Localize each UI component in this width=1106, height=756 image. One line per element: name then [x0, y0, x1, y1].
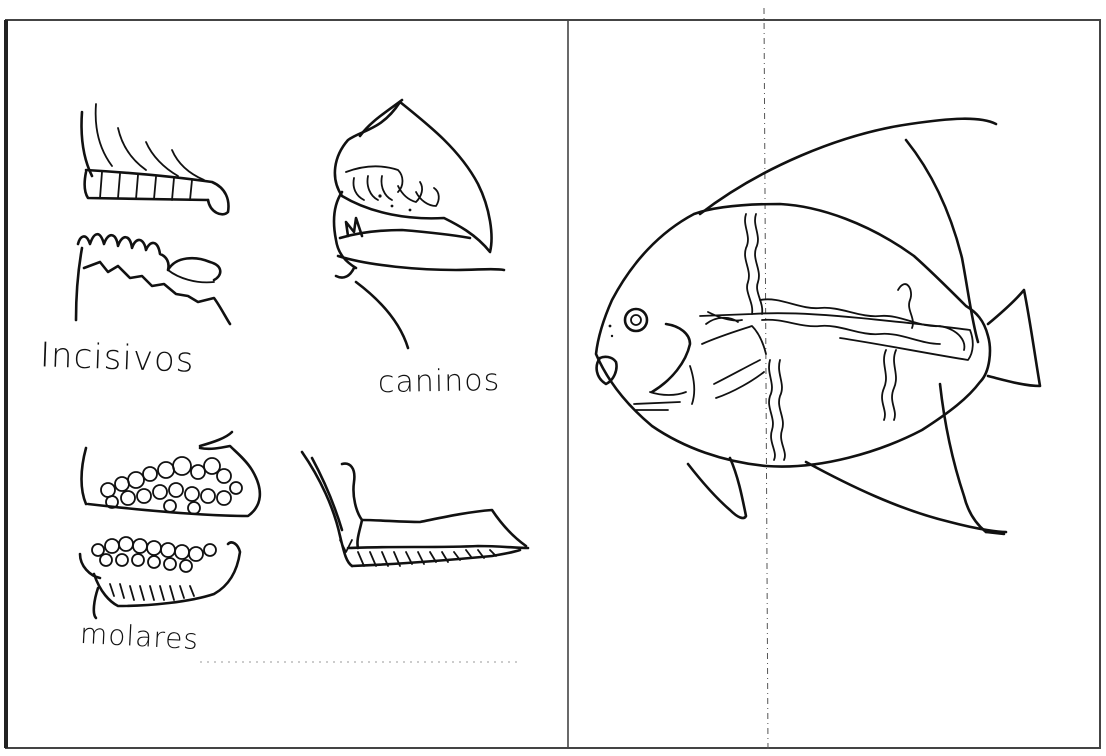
canines-drawing: [334, 100, 504, 348]
carnivore-jaw-drawing: [302, 452, 528, 566]
incisors-label: Incisivos: [39, 335, 195, 380]
molars-lower-drawing: [80, 537, 240, 618]
fish-drawing: [596, 119, 1040, 534]
molars-label: molares: [79, 617, 200, 656]
incisors-lower-drawing: [76, 234, 230, 324]
molars-upper-drawing: [82, 432, 260, 516]
canines-label: caninos: [378, 363, 501, 400]
incisors-upper-drawing: [81, 104, 228, 214]
